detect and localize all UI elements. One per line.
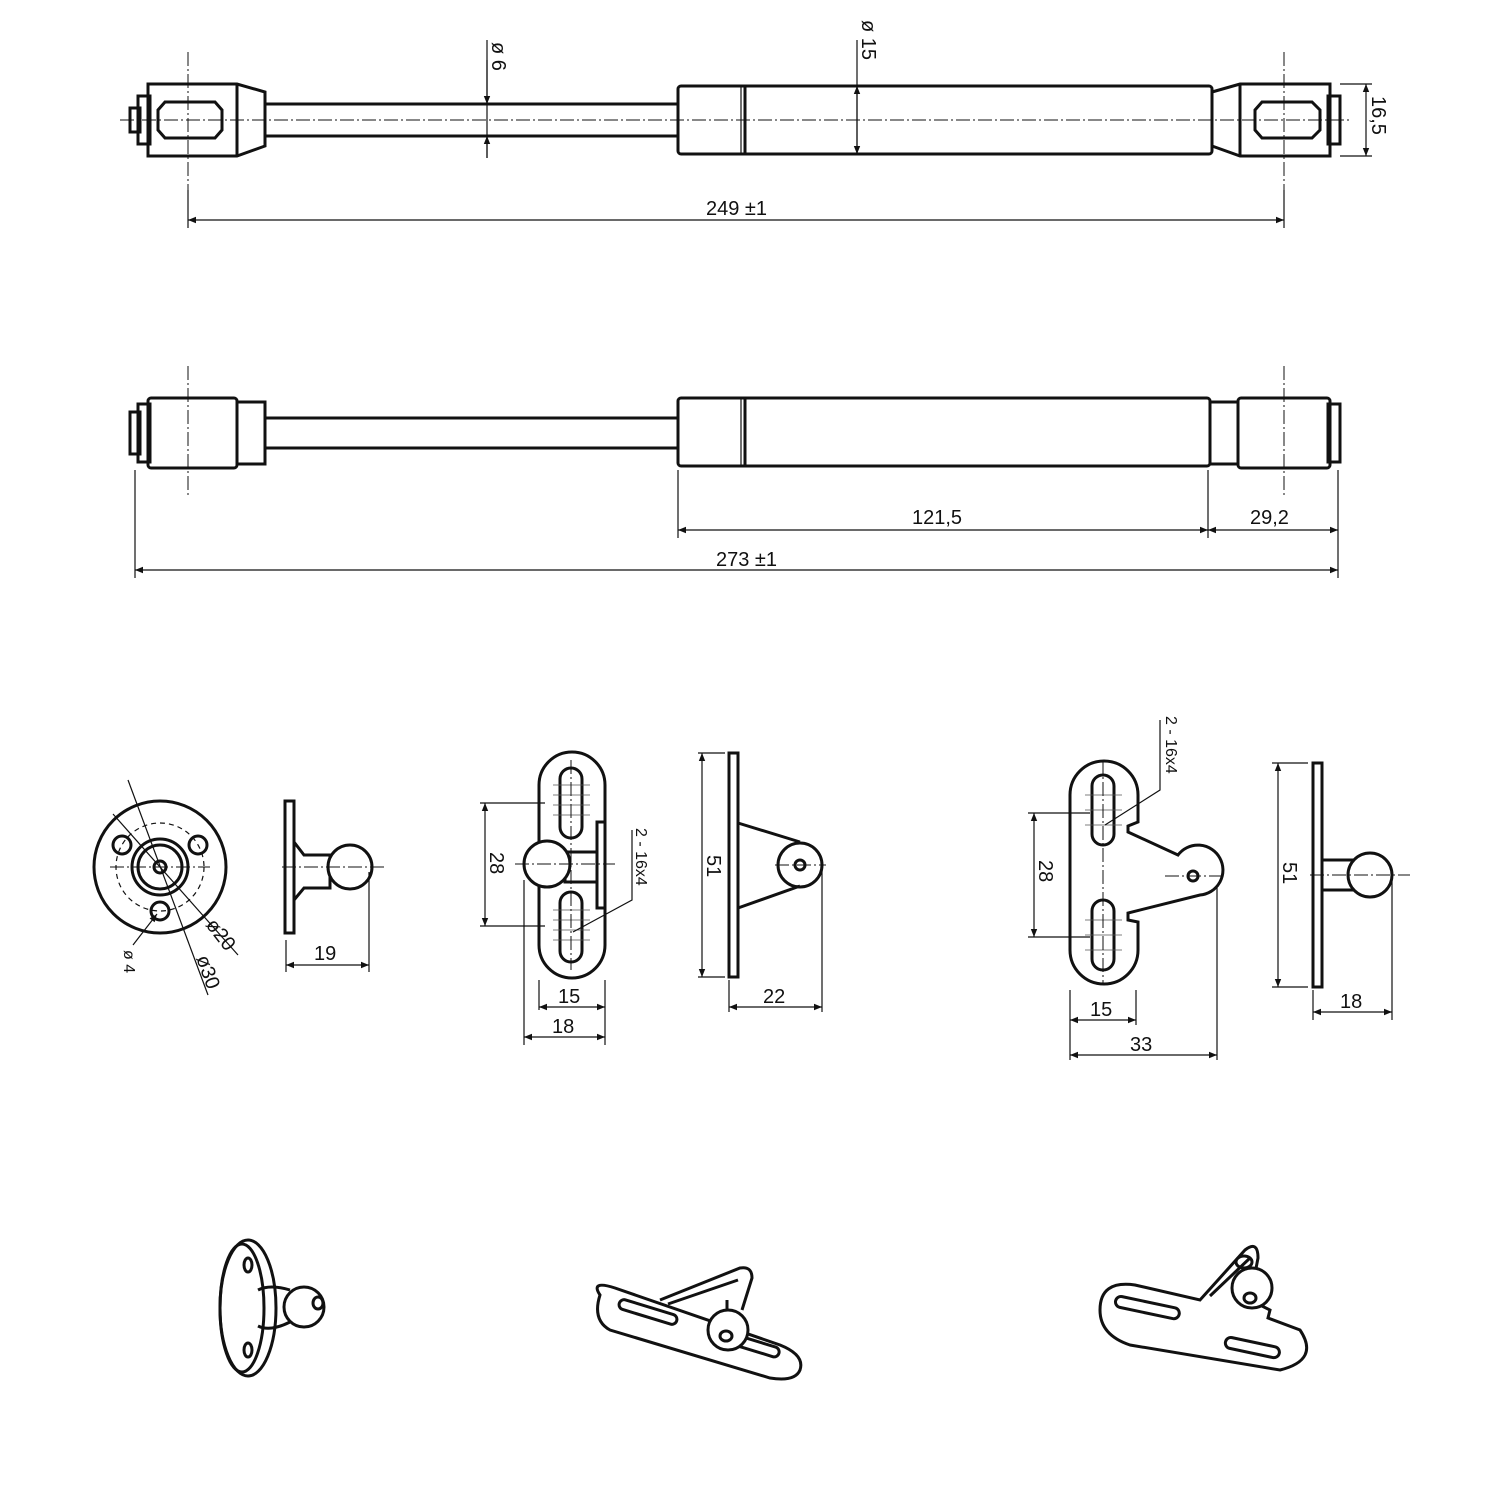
dim-inner-width: 15 — [558, 986, 580, 1008]
round-bracket-isometric — [218, 1238, 326, 1378]
dim-center-length: 249 ±1 — [706, 198, 767, 220]
dim-angled-inner-width: 15 — [1090, 999, 1112, 1021]
left-end-cap — [146, 396, 239, 470]
straight-bracket-isometric — [595, 1266, 803, 1381]
dim-angled-slots: 2 - 16x4 — [1162, 716, 1179, 774]
piston-rod — [263, 416, 680, 450]
dim-rod-diameter: ø 6 — [487, 42, 509, 71]
dim-angled-slot-spacing: 28 — [1034, 860, 1056, 882]
dim-cylinder-diameter: ø 15 — [857, 20, 879, 60]
dim-end-height: 16,5 — [1367, 96, 1389, 135]
dim-outer-diameter: ø30 — [191, 952, 223, 992]
dim-height: 51 — [702, 855, 724, 877]
gas-strut-side-view: 121,5 29,2 273 ±1 — [128, 366, 1342, 578]
angled-bracket-isometric — [1098, 1244, 1309, 1372]
dim-slots: 2 - 16x4 — [632, 828, 649, 886]
straight-bracket-views: 28 2 - 16x4 15 18 51 22 — [480, 750, 826, 1045]
cylinder — [676, 396, 1212, 468]
dim-depth: 22 — [763, 986, 785, 1008]
angled-bracket-views: 2 - 16x4 28 15 33 51 18 — [1028, 716, 1410, 1060]
dim-slot-spacing: 28 — [485, 852, 507, 874]
gas-strut-top-view: 249 ±1 ø 6 ø 15 16,5 — [120, 20, 1389, 228]
dim-outer-width: 18 — [552, 1016, 574, 1038]
dim-angled-depth: 18 — [1340, 991, 1362, 1013]
dim-total-length: 273 ±1 — [716, 549, 777, 571]
dim-hole-diameter: ø 4 — [120, 950, 137, 973]
dim-cylinder-length: 121,5 — [912, 507, 962, 529]
dim-angled-total-width: 33 — [1130, 1034, 1152, 1056]
dim-angled-height: 51 — [1278, 862, 1300, 884]
dim-bracket-depth: 19 — [314, 943, 336, 965]
dim-end-length: 29,2 — [1250, 507, 1289, 529]
round-bracket-views: ø 4 ø20 ø30 19 — [92, 779, 385, 996]
